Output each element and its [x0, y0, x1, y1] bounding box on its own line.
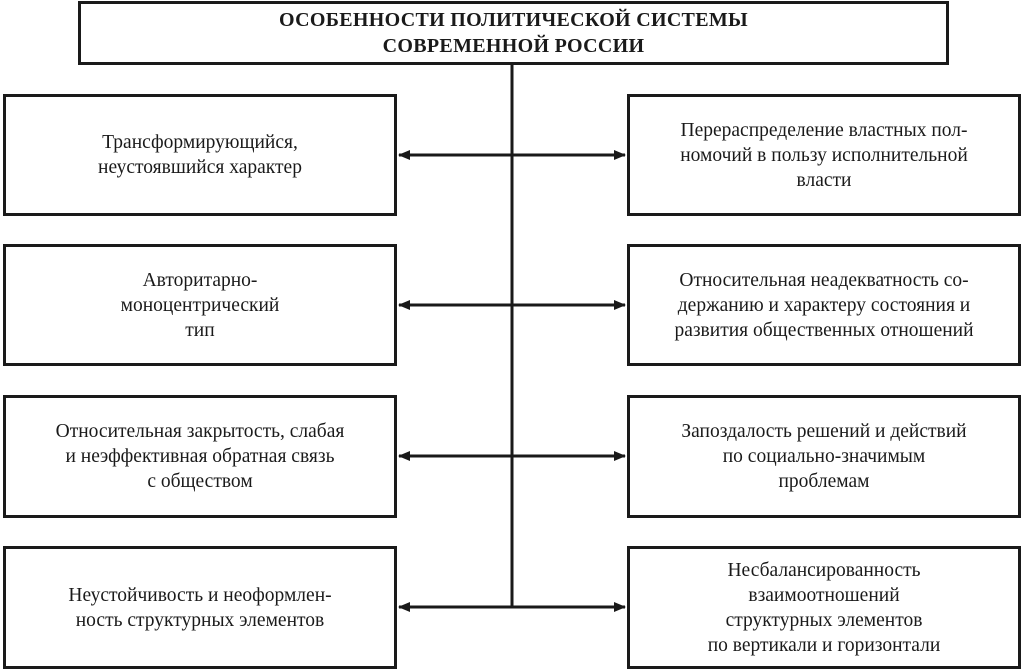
right-feature-box-4: Несбалансированность взаимоотношений стр… [627, 546, 1021, 669]
right-feature-box-2: Относительная неадекватность со- держани… [627, 244, 1021, 366]
diagram-title-box: ОСОБЕННОСТИ ПОЛИТИЧЕСКОЙ СИСТЕМЫ СОВРЕМЕ… [78, 1, 949, 65]
left-feature-text-3: Относительная закрытость, слабая и неэфф… [55, 421, 345, 492]
left-feature-text-2: Авторитарно- моноцентрический тип [120, 269, 280, 341]
right-feature-box-1: Перераспределение властных пол- номочий … [627, 94, 1021, 216]
diagram-title: ОСОБЕННОСТИ ПОЛИТИЧЕСКОЙ СИСТЕМЫ СОВРЕМЕ… [279, 9, 748, 57]
right-feature-text-4: Несбалансированность взаимоотношений стр… [707, 559, 941, 656]
right-feature-text-2: Относительная неадекватность со- держани… [674, 269, 974, 341]
right-feature-text-3: Запоздалость решений и действий по социа… [681, 421, 967, 492]
left-feature-box-2: Авторитарно- моноцентрический тип [3, 244, 397, 366]
left-feature-box-1: Трансформирующийся, неустоявшийся характ… [3, 94, 397, 216]
left-feature-text-4: Неустойчивость и неоформлен- ность струк… [68, 584, 332, 631]
left-feature-text-1: Трансформирующийся, неустоявшийся характ… [98, 132, 302, 178]
left-feature-box-4: Неустойчивость и неоформлен- ность струк… [3, 546, 397, 669]
right-feature-text-1: Перераспределение властных пол- номочий … [680, 119, 968, 191]
left-feature-box-3: Относительная закрытость, слабая и неэфф… [3, 395, 397, 518]
right-feature-box-3: Запоздалость решений и действий по социа… [627, 395, 1021, 518]
